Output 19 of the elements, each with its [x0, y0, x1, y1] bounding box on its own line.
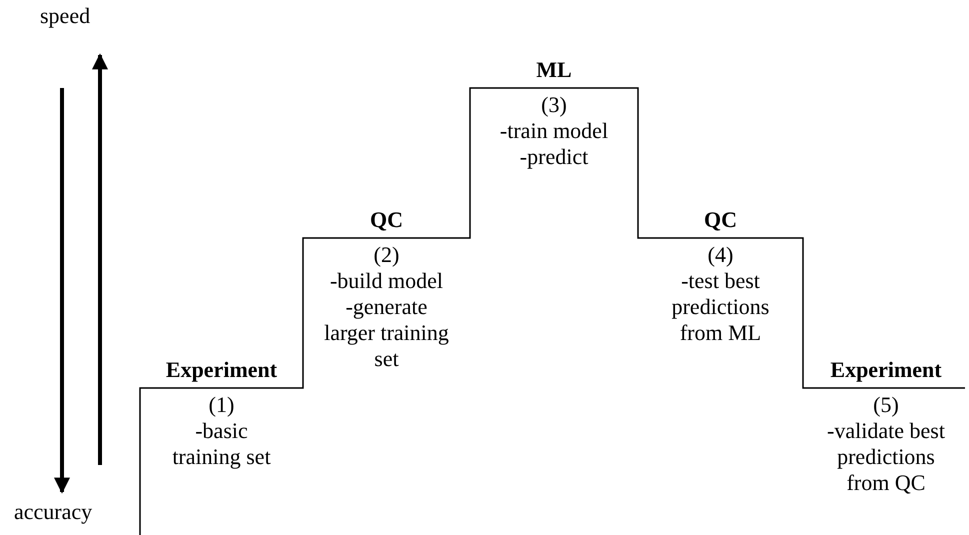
step-title: Experiment [830, 357, 942, 382]
step-task: -predict [518, 144, 590, 170]
step-task: -validate best predictions from QC [826, 418, 946, 496]
step-task: -test best predictions from ML [670, 268, 770, 346]
step-number: (1) [208, 392, 236, 418]
step-task: -build model [328, 268, 444, 294]
step-task: -train model [498, 118, 610, 144]
step-number: (2) [372, 242, 400, 268]
step-title: QC [370, 207, 403, 232]
step-title: QC [704, 207, 737, 232]
step-title: Experiment [166, 357, 278, 382]
step-title: ML [536, 57, 572, 82]
step-number: (5) [872, 392, 900, 418]
step-number: (3) [540, 92, 568, 118]
step-task: -generate larger training set [324, 294, 449, 372]
axis-label: speed [40, 4, 90, 28]
step-task: -basic training set [171, 418, 272, 470]
step-number: (4) [706, 242, 734, 268]
axis-label: accuracy [14, 500, 92, 524]
